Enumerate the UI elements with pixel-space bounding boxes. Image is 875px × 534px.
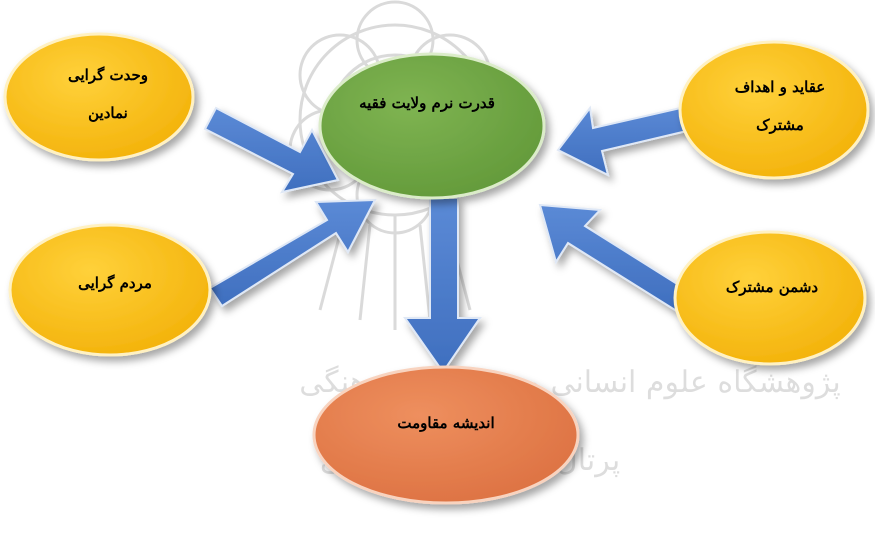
- node-center-shape: [318, 52, 546, 200]
- node-mid-right-line1: دشمن مشترک: [726, 278, 819, 296]
- node-bottom: اندیشه مقاومت: [312, 365, 580, 505]
- node-mid-left-shape: [8, 223, 212, 357]
- node-center: قدرت نرم ولایت فقیه: [318, 52, 546, 200]
- node-top-left-line2: نمادین: [88, 104, 128, 122]
- node-center-line1: قدرت نرم ولایت فقیه: [359, 94, 495, 112]
- node-mid-left: مردم گرایی: [8, 223, 212, 357]
- node-top-right-line1: عقاید و اهداف: [735, 78, 826, 96]
- arrow-mid-left-to-center: [208, 198, 377, 308]
- arrow-top-left-to-center: [203, 106, 340, 194]
- arrow-center-to-bottom: [403, 197, 482, 374]
- node-top-right-shape: [678, 40, 870, 180]
- arrow-mid-right-to-center: [538, 203, 692, 312]
- node-top-left: وحدت گرایی نمادین: [3, 32, 195, 162]
- node-mid-right: دشمن مشترک: [673, 230, 867, 366]
- node-top-right: عقاید و اهداف مشترک: [678, 40, 870, 180]
- node-mid-right-shape: [673, 230, 867, 366]
- node-bottom-shape: [312, 365, 580, 505]
- node-top-left-line1: وحدت گرایی: [68, 66, 148, 84]
- node-mid-left-line1: مردم گرایی: [78, 274, 152, 292]
- node-top-left-shape: [3, 32, 195, 162]
- node-top-right-line2: مشترک: [756, 116, 804, 134]
- node-bottom-line1: اندیشه مقاومت: [397, 414, 494, 432]
